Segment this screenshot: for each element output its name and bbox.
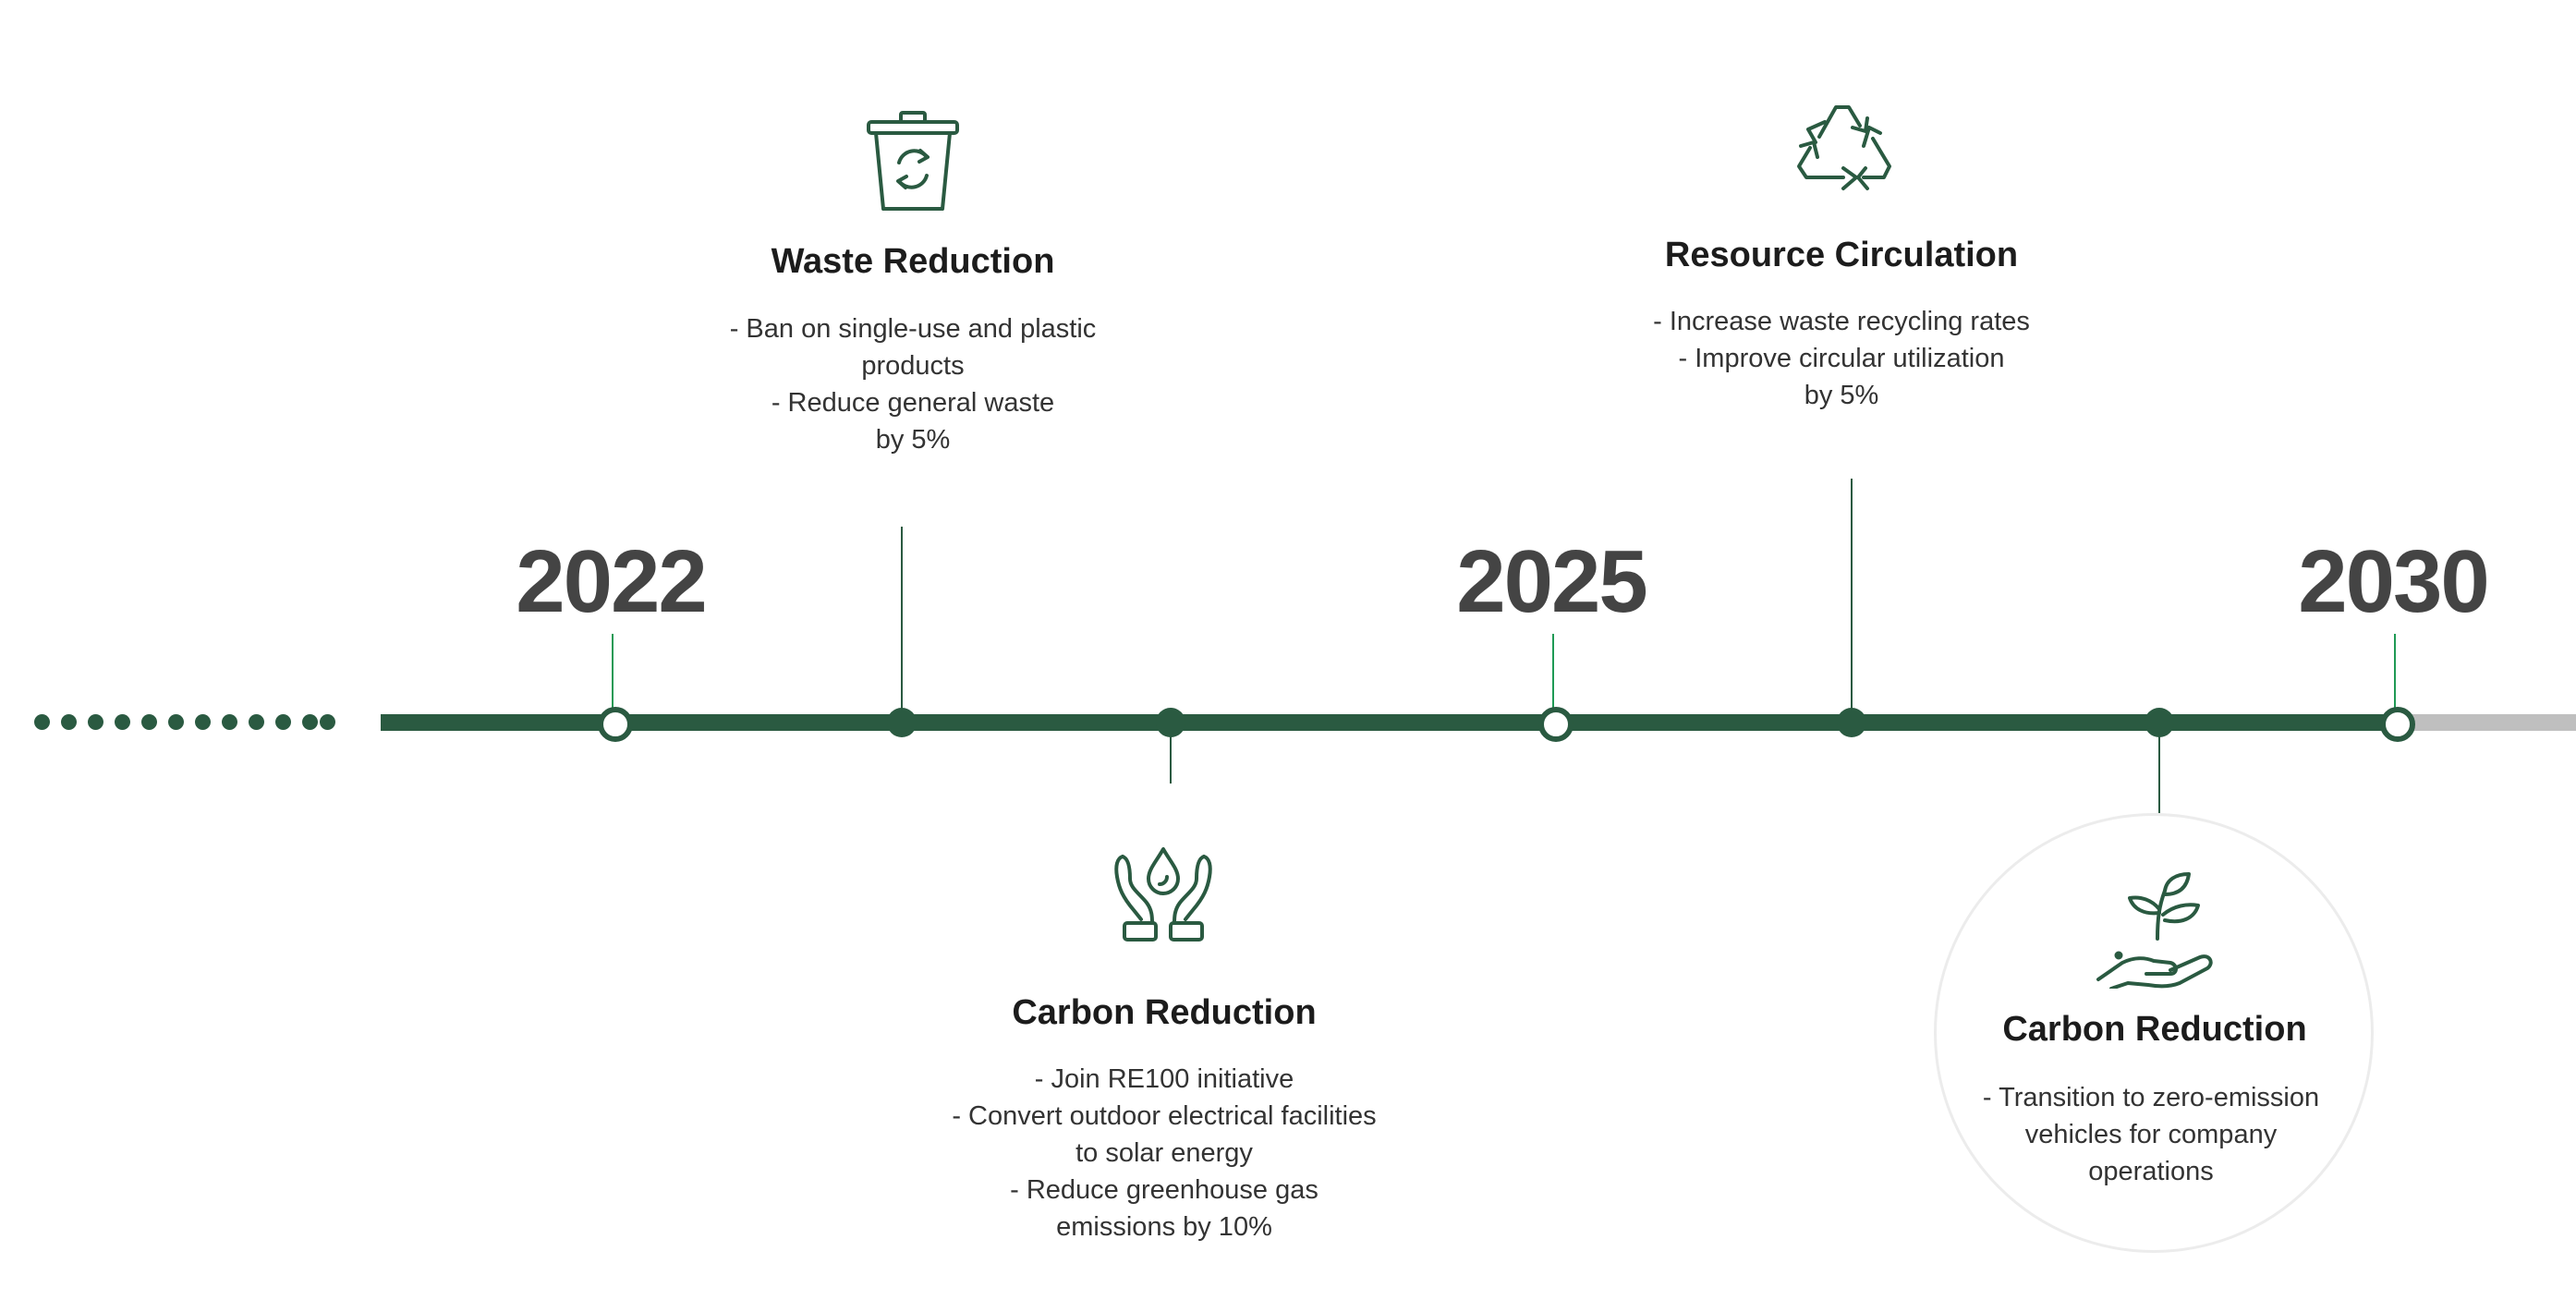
- timeline-dot: [302, 714, 318, 730]
- timeline-dot: [275, 714, 291, 730]
- event-node: [2145, 708, 2174, 737]
- year-connector: [612, 634, 614, 710]
- timeline-dot: [168, 714, 184, 730]
- event-connector: [1851, 479, 1853, 717]
- hands-water-drop-icon: [1114, 847, 1212, 941]
- year-label-2030: 2030: [2298, 532, 2490, 631]
- event-description: - Transition to zero-emission vehicles f…: [1982, 1083, 2320, 1186]
- event-description: - Ban on single-use and plastic products…: [729, 314, 1097, 455]
- recycle-icon: [1797, 105, 1891, 190]
- timeline-dot: [61, 714, 77, 730]
- hand-plant-icon: [2096, 872, 2213, 989]
- event-description: - Increase waste recycling rates - Impro…: [1653, 307, 2030, 410]
- year-marker: [1538, 707, 1574, 742]
- timeline-dot: [222, 714, 237, 730]
- timeline-dot: [195, 714, 211, 730]
- event-node: [887, 708, 917, 737]
- timeline-dot: [88, 714, 103, 730]
- timeline-dot: [249, 714, 264, 730]
- year-marker: [598, 707, 633, 742]
- timeline-dot: [34, 714, 50, 730]
- trash-recycle-icon: [867, 111, 959, 211]
- timeline-track-future: [2395, 714, 2576, 731]
- event-description: - Join RE100 initiative - Convert outdoo…: [952, 1064, 1377, 1242]
- event-connector: [1170, 725, 1172, 784]
- event-title: Carbon Reduction: [2002, 1010, 2307, 1049]
- event-title: Carbon Reduction: [1012, 993, 1317, 1032]
- event-title: Resource Circulation: [1664, 236, 2019, 274]
- year-connector: [1552, 634, 1554, 710]
- year-label-2025: 2025: [1456, 532, 1648, 631]
- event-title: Waste Reduction: [771, 242, 1055, 281]
- timeline-track: [381, 714, 2395, 731]
- timeline-dot: [141, 714, 157, 730]
- highlight-circle: [1934, 813, 2374, 1253]
- year-label-2022: 2022: [516, 532, 708, 631]
- year-marker: [2380, 707, 2415, 742]
- event-connector: [2158, 725, 2160, 813]
- event-connector: [901, 527, 903, 716]
- year-connector: [2394, 634, 2396, 710]
- event-node: [1837, 708, 1866, 737]
- event-node: [1156, 708, 1185, 737]
- timeline-dot: [115, 714, 130, 730]
- timeline-dot: [320, 714, 335, 730]
